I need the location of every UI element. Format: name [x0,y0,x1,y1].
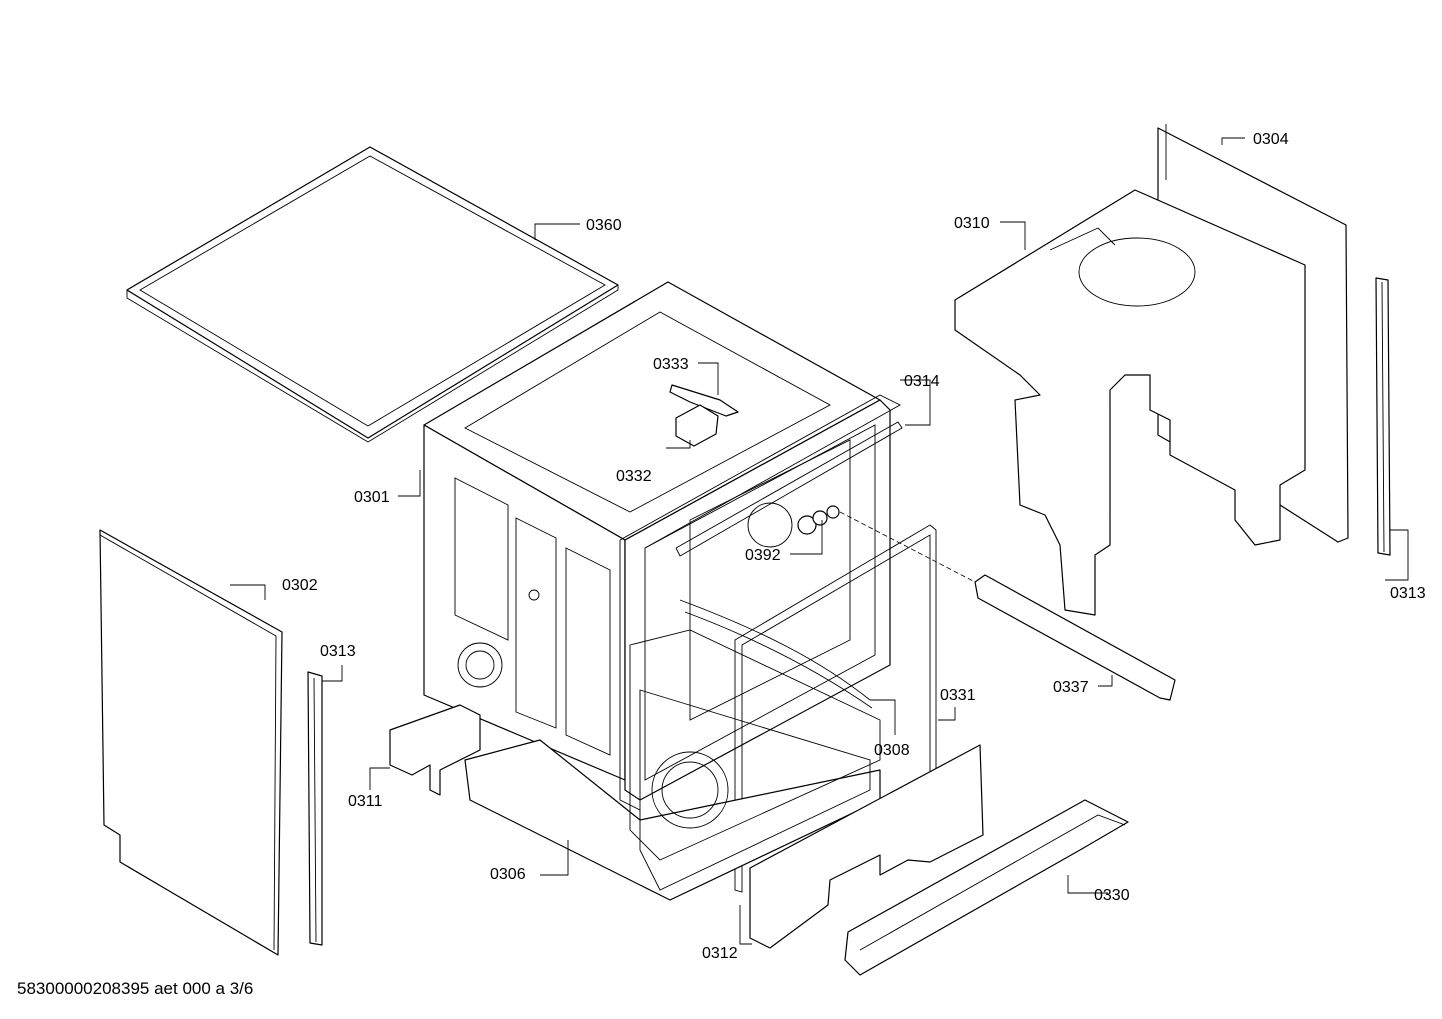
part-0313-right-strip [1375,277,1391,556]
part-0333 [669,384,739,417]
label-0302: 0302 [282,577,318,594]
part-0330-base-strip [844,799,1129,976]
label-0301: 0301 [354,489,390,506]
label-0337: 0337 [1053,679,1089,696]
label-0313-right: 0313 [1390,585,1426,602]
part-0314 [675,421,903,557]
part-0332 [675,404,719,447]
label-0311: 0311 [348,793,383,810]
part-0308 [679,599,873,709]
label-0333: 0333 [653,356,689,373]
label-0332: 0332 [616,468,652,485]
label-0312: 0312 [702,945,738,962]
part-0360-top-cover [126,146,619,443]
part-0306-base [464,629,881,901]
part-labels: 0304 0310 0360 0333 0314 0332 0301 0392 … [282,131,1426,962]
leader-lines [230,137,1409,945]
label-0310: 0310 [954,215,990,232]
part-0302-side-panel [99,529,283,956]
part-0313-left-strip [307,671,323,946]
label-0331: 0331 [940,687,976,704]
label-0308: 0308 [874,742,910,759]
part-0337-bar [839,511,1176,701]
label-0392: 0392 [745,547,781,564]
label-0330: 0330 [1094,887,1130,904]
part-0312-kick-plate [749,744,984,949]
part-0310-insulation [954,189,1306,616]
label-0313-left: 0313 [320,643,356,660]
document-id: 58300000208395 aet 000 a 3/6 [17,979,254,998]
label-0304: 0304 [1253,131,1289,148]
part-0392-fittings [797,505,840,535]
label-0306: 0306 [490,866,526,883]
label-0360: 0360 [586,217,622,234]
label-0314: 0314 [904,373,940,390]
part-0311-block [389,704,481,796]
part-0301-tub [423,281,901,811]
